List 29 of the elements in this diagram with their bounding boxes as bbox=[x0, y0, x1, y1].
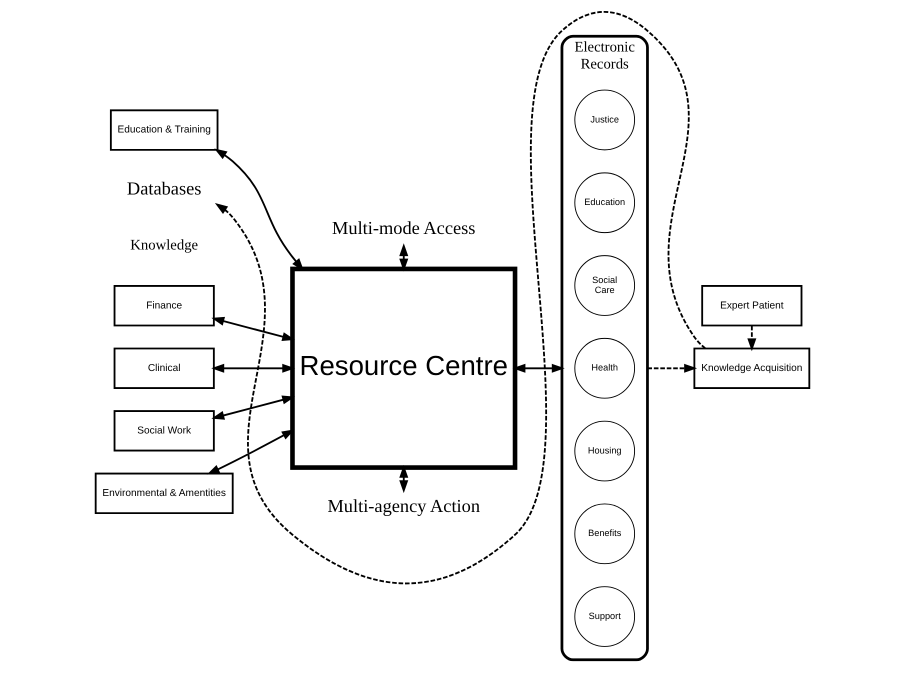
node-box: Education & Training bbox=[110, 109, 218, 151]
node-text: Multi-mode Access bbox=[332, 218, 476, 238]
node-text: Databases bbox=[126, 178, 202, 198]
arrow bbox=[211, 396, 296, 420]
node-text: Multi-agency Action bbox=[327, 496, 480, 516]
arrow bbox=[647, 364, 698, 373]
node-circle: Housing bbox=[574, 420, 636, 482]
node-box: Social Work bbox=[114, 410, 215, 452]
arrow bbox=[512, 364, 565, 373]
node-box: Finance bbox=[114, 285, 215, 326]
node-box: Environmental & Amentities bbox=[94, 472, 234, 514]
arrow bbox=[214, 11, 706, 584]
label: Knowledge bbox=[130, 237, 198, 254]
arrow bbox=[211, 316, 296, 342]
arrow bbox=[399, 464, 408, 494]
node-box: Knowledge Acquisition bbox=[693, 348, 810, 389]
node-box: Clinical bbox=[114, 348, 215, 389]
node-circle: Benefits bbox=[574, 503, 636, 564]
node-circle: Justice bbox=[574, 90, 636, 150]
node-circle: Education bbox=[574, 172, 636, 234]
node-box: Resource Centre bbox=[290, 266, 518, 470]
arrow bbox=[206, 429, 295, 475]
arrow bbox=[211, 364, 296, 373]
node-circle: Social Care bbox=[574, 255, 636, 316]
arrow bbox=[747, 326, 756, 352]
node-circle: Support bbox=[574, 586, 636, 647]
node-box: Expert Patient bbox=[701, 285, 802, 326]
node-circle: Health bbox=[574, 338, 636, 399]
arrow bbox=[399, 243, 408, 272]
